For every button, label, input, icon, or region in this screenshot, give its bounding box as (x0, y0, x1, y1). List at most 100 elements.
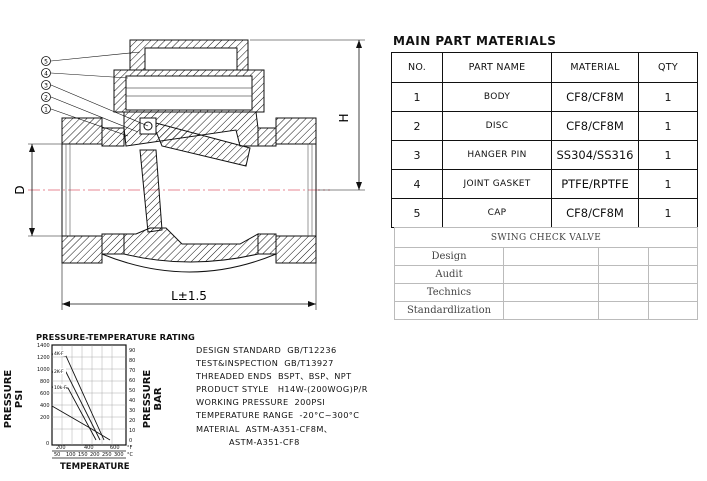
dimension-d: D (13, 143, 62, 237)
dimension-l: L±1.5 (61, 263, 317, 310)
title-block-title: SWING CHECK VALVE (394, 227, 698, 248)
dimension-h: H (250, 39, 365, 191)
balloon-1: 1 (44, 107, 48, 114)
psi-tick: 400 (40, 403, 50, 409)
spec-line: ASTM-A351-CF8 (196, 436, 300, 447)
cell-material: PTFE/RPTFE (551, 169, 639, 199)
spec-line: TEMPERATURE RANGE -20°C~300°C (196, 410, 360, 421)
bar-tick: 50 (129, 388, 136, 394)
cell-qty: 1 (638, 169, 698, 199)
spec-list: DESIGN STANDARD GB/T12236 TEST&INSPECTIO… (196, 344, 368, 449)
bar-tick: 40 (129, 398, 136, 404)
title-block-cell (598, 301, 649, 320)
bar-tick: 20 (129, 418, 136, 424)
materials-table: NO. PART NAME MATERIAL QTY 1 BODY CF8/CF… (391, 52, 698, 228)
bar-tick: 80 (129, 358, 136, 364)
table-row: 3 HANGER PIN SS304/SS316 1 (391, 140, 698, 170)
title-block-cell (647, 301, 698, 320)
spec-line: DESIGN STANDARD GB/T12236 (196, 345, 337, 355)
cell-part-name: CAP (442, 198, 552, 228)
title-block-cell (503, 247, 599, 266)
table-row: 5 CAP CF8/CF8M 1 (391, 198, 698, 228)
rating-chart: 4K-F 2K-F 10k-F (51, 344, 127, 459)
title-block-audit: Audit (394, 265, 504, 284)
header-material: MATERIAL (551, 52, 639, 83)
header-part-name: PART NAME (442, 52, 552, 83)
title-block-technics: Technics (394, 283, 504, 302)
title-block-cell (647, 265, 698, 284)
c-tick: 250 (102, 452, 112, 458)
title-block-cell (503, 283, 599, 302)
bar-tick: 10 (129, 428, 136, 434)
rating-chart-xlabel: TEMPERATURE (60, 462, 130, 472)
cell-material: CF8/CF8M (551, 82, 639, 112)
rating-chart-ylabel-psi: PRESSURE PSI (3, 369, 25, 429)
c-tick: 50 (54, 452, 61, 458)
balloon-4: 4 (44, 71, 48, 78)
bar-tick: 30 (129, 408, 136, 414)
cell-no: 5 (391, 198, 443, 228)
table-row: 1 BODY CF8/CF8M 1 (391, 82, 698, 112)
balloon-3: 3 (44, 83, 48, 90)
cell-part-name: DISC (442, 111, 552, 141)
cell-no: 1 (391, 82, 443, 112)
title-block-design: Design (394, 247, 504, 266)
bar-tick: 0 (129, 438, 133, 444)
psi-tick: 0 (46, 441, 50, 447)
cell-material: SS304/SS316 (551, 140, 639, 170)
c-tick: 150 (78, 452, 88, 458)
cell-material: CF8/CF8M (551, 111, 639, 141)
cell-no: 4 (391, 169, 443, 199)
bar-tick: 60 (129, 378, 136, 384)
valve-seat (139, 149, 163, 233)
cell-part-name: HANGER PIN (442, 140, 552, 170)
valve-cap (113, 39, 265, 113)
title-block-cell (598, 283, 649, 302)
curve-label-3: 10k-F (54, 385, 67, 391)
title-block-cell (503, 301, 599, 320)
psi-tick: 1400 (37, 343, 50, 349)
dim-d-label: D (13, 185, 27, 194)
c-tick: 200 (90, 452, 100, 458)
cell-part-name: JOINT GASKET (442, 169, 552, 199)
cell-qty: 1 (638, 140, 698, 170)
f-tick: 400 (84, 445, 94, 451)
header-no: NO. (391, 52, 443, 83)
materials-title: MAIN PART MATERIALS (393, 34, 557, 48)
spec-line: WORKING PRESSURE 200PSI (196, 397, 326, 408)
table-header-row: NO. PART NAME MATERIAL QTY (391, 52, 698, 83)
table-row: 4 JOINT GASKET PTFE/RPTFE 1 (391, 169, 698, 199)
f-tick: 600 (110, 445, 120, 451)
title-block-standardization: Standardlization (394, 301, 504, 320)
balloon-5: 5 (44, 59, 48, 66)
cell-qty: 1 (638, 111, 698, 141)
part-balloons: 5 4 3 2 1 (41, 51, 149, 137)
title-block-cell (647, 283, 698, 302)
cell-no: 3 (391, 140, 443, 170)
psi-tick: 200 (40, 415, 50, 421)
dim-h-label: H (337, 113, 351, 122)
f-tick: °F (127, 445, 133, 451)
dim-l-label: L±1.5 (171, 289, 207, 303)
cell-no: 2 (391, 111, 443, 141)
c-tick: °C (127, 452, 133, 458)
psi-tick: 1000 (37, 367, 50, 373)
psi-tick: 1200 (37, 355, 50, 361)
title-block-cell (503, 265, 599, 284)
cell-qty: 1 (638, 198, 698, 228)
psi-tick: 600 (40, 391, 50, 397)
valve-left-end (61, 117, 125, 264)
title-block: SWING CHECK VALVE Design Audit Technics … (394, 227, 698, 320)
f-tick: 200 (56, 445, 66, 451)
c-tick: 300 (114, 452, 124, 458)
psi-tick: 800 (40, 379, 50, 385)
spec-line: PRODUCT STYLE H14W-(200WOG)P/R (196, 384, 368, 395)
rating-chart-ylabel-bar: PRESSURE BAR (142, 369, 164, 429)
spec-line: TEST&INSPECTION GB/T13927 (196, 358, 334, 369)
bar-tick: 90 (129, 348, 136, 354)
cell-qty: 1 (638, 82, 698, 112)
balloon-2: 2 (44, 95, 48, 102)
spec-line: THREADED ENDS BSPT、BSP、NPT (196, 371, 352, 382)
c-tick: 100 (66, 452, 76, 458)
